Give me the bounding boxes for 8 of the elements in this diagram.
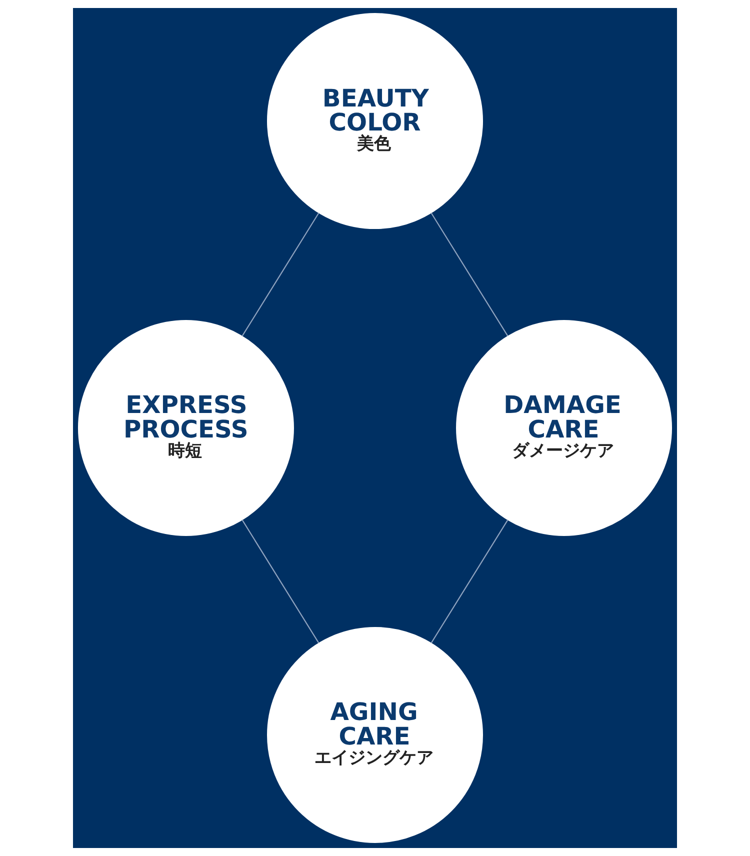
connector (430, 520, 508, 644)
node-circle: AGING CARE エイジングケア (267, 626, 483, 843)
node-circle: EXPRESS PROCESS 時短 (78, 320, 294, 536)
node-circle: BEAUTY COLOR 美色 (267, 13, 483, 230)
connector (242, 520, 320, 644)
connector (430, 212, 508, 336)
node-circle: DAMAGE CARE ダメージケア (456, 320, 672, 536)
connector (242, 212, 320, 336)
